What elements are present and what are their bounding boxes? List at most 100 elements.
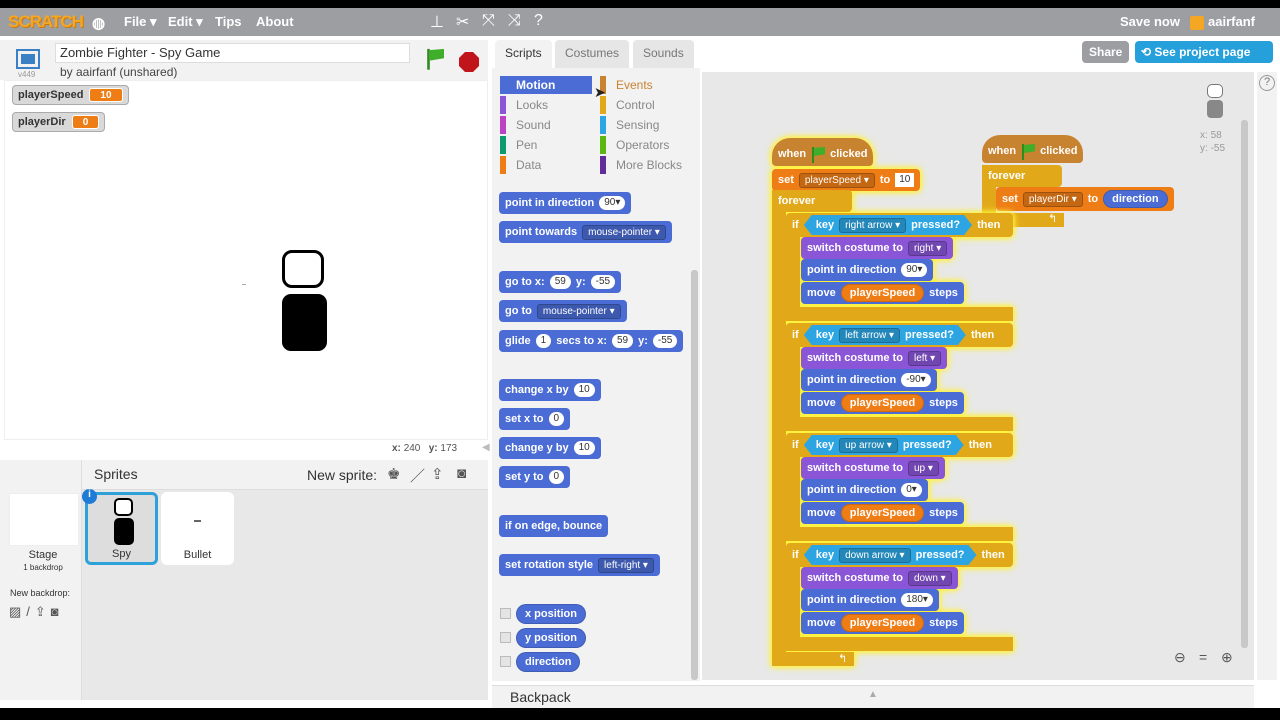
- sprite-tile-bullet[interactable]: Bullet: [161, 492, 234, 565]
- number-input[interactable]: 10: [573, 441, 595, 455]
- forever-block[interactable]: forever: [772, 190, 852, 212]
- category-operators[interactable]: Operators: [600, 136, 679, 154]
- if-arm[interactable]: [786, 233, 800, 315]
- category-data[interactable]: Data: [500, 156, 551, 174]
- dropdown[interactable]: up arrow ▾: [839, 438, 898, 453]
- collapse-stage-icon[interactable]: ◀: [482, 442, 490, 453]
- text-input[interactable]: 10: [895, 173, 915, 187]
- if-arm[interactable]: [786, 343, 800, 425]
- dropdown[interactable]: down arrow ▾: [839, 548, 911, 563]
- number-input[interactable]: 59: [549, 275, 571, 289]
- category-sound[interactable]: Sound: [500, 116, 561, 134]
- bullet-sprite[interactable]: [242, 284, 246, 285]
- number-input[interactable]: -55: [652, 334, 678, 348]
- palette-block[interactable]: if on edge, bounce: [499, 515, 609, 537]
- camera-icon[interactable]: ◙: [457, 465, 467, 482]
- reporter-checkbox[interactable]: [500, 632, 511, 643]
- reporter-checkbox[interactable]: [500, 608, 511, 619]
- user-menu[interactable]: aairfanf: [1208, 14, 1255, 29]
- shrink-icon[interactable]: ⤨: [508, 12, 521, 29]
- see-project-page-button[interactable]: ⟲ See project page: [1135, 41, 1273, 63]
- help-icon[interactable]: ?: [534, 12, 543, 29]
- number-input[interactable]: -55: [590, 275, 616, 289]
- spy-sprite-body[interactable]: [282, 294, 327, 351]
- presentation-mode-icon[interactable]: [16, 49, 40, 69]
- info-icon[interactable]: i: [82, 489, 97, 504]
- category-pen[interactable]: Pen: [500, 136, 547, 154]
- spy-sprite-head[interactable]: [282, 250, 324, 288]
- dropdown[interactable]: playerSpeed ▾: [798, 172, 875, 188]
- green-flag-icon[interactable]: [427, 48, 442, 70]
- palette-reporter[interactable]: y position: [516, 628, 586, 648]
- if-arm[interactable]: [786, 453, 800, 535]
- palette-scrollbar[interactable]: [691, 270, 698, 680]
- delete-scissors-icon[interactable]: ✂: [456, 14, 470, 31]
- number-input[interactable]: 59: [611, 334, 634, 348]
- expand-backpack-icon[interactable]: ▲: [868, 689, 878, 700]
- point-in-direction-block[interactable]: point in direction-90▾: [801, 369, 937, 391]
- number-input[interactable]: -90▾: [901, 373, 931, 387]
- category-more-blocks[interactable]: More Blocks: [600, 156, 692, 174]
- backpack-bar[interactable]: Backpack ▲: [492, 685, 1254, 708]
- menu-tips[interactable]: Tips: [215, 14, 242, 29]
- if-bottom[interactable]: [786, 307, 1013, 321]
- stop-sign-icon[interactable]: [459, 52, 479, 72]
- dropdown[interactable]: left-right ▾: [598, 557, 654, 573]
- help-icon[interactable]: ?: [1259, 75, 1275, 91]
- tab-costumes[interactable]: Costumes: [555, 40, 630, 68]
- save-now-link[interactable]: Save now: [1120, 14, 1180, 29]
- category-events[interactable]: Events: [600, 76, 663, 94]
- grow-icon[interactable]: ⤧: [482, 12, 495, 29]
- number-input[interactable]: 90▾: [599, 196, 626, 210]
- number-input[interactable]: 0▾: [901, 483, 922, 497]
- project-title-input[interactable]: Zombie Fighter - Spy Game: [55, 43, 410, 63]
- share-button[interactable]: Share: [1082, 41, 1129, 63]
- menu-file[interactable]: File ▾: [124, 14, 157, 29]
- palette-reporter[interactable]: direction: [516, 652, 581, 672]
- stage-thumbnail[interactable]: [9, 493, 79, 546]
- reporter-checkbox[interactable]: [500, 656, 511, 667]
- upload-icon[interactable]: ⇪: [431, 466, 444, 483]
- dropdown[interactable]: right arrow ▾: [839, 218, 906, 233]
- duplicate-stamp-icon[interactable]: ⊥: [430, 14, 444, 31]
- if-bottom[interactable]: [786, 417, 1013, 431]
- zoom-reset-icon[interactable]: =: [1199, 649, 1208, 665]
- dropdown[interactable]: mouse-pointer ▾: [536, 303, 621, 319]
- category-looks[interactable]: Looks: [500, 96, 558, 114]
- category-motion[interactable]: Motion: [500, 76, 592, 94]
- paint-brush-icon[interactable]: ／: [410, 468, 426, 485]
- dropdown[interactable]: left ▾: [907, 350, 942, 366]
- number-input[interactable]: 0: [548, 470, 565, 484]
- sprite-library-icon[interactable]: ♚: [387, 466, 401, 483]
- menu-about[interactable]: About: [256, 14, 294, 29]
- zoom-out-icon[interactable]: ⊖: [1174, 649, 1186, 665]
- tab-scripts[interactable]: Scripts: [495, 40, 552, 68]
- dropdown[interactable]: playerDir ▾: [1022, 191, 1083, 207]
- dropdown[interactable]: down ▾: [907, 570, 952, 586]
- scripts-scrollbar[interactable]: [1241, 120, 1248, 648]
- number-input[interactable]: 0: [548, 412, 565, 426]
- number-input[interactable]: 10: [573, 383, 595, 397]
- number-input[interactable]: 1: [535, 334, 552, 348]
